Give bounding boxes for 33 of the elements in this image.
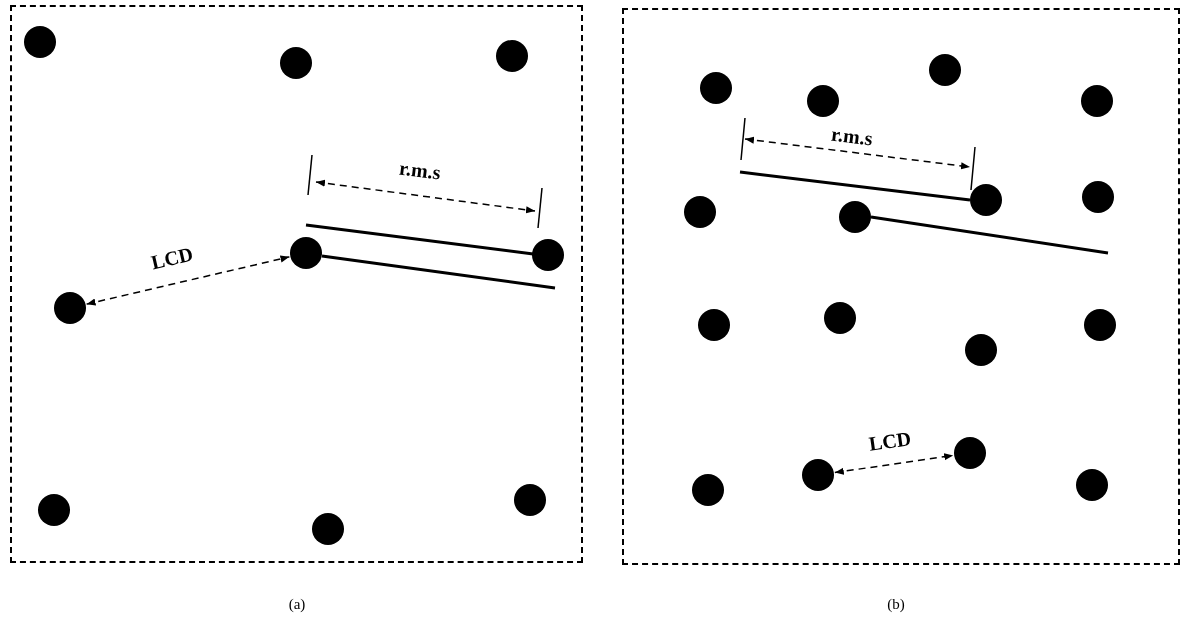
dot [970,184,1002,216]
dot [839,201,871,233]
dimension-label: r.m.s [829,123,875,149]
dot [532,239,564,271]
dot [1081,85,1113,117]
dot [24,26,56,58]
dot [954,437,986,469]
dashed-frame [622,8,1180,565]
dot [692,474,724,506]
double-arrow [85,255,291,306]
dot [496,40,528,72]
dot [929,54,961,86]
dot [965,334,997,366]
dot [824,302,856,334]
dot [280,47,312,79]
dot [684,196,716,228]
panel-caption: (b) [887,595,905,613]
dimension-label: r.m.s [397,157,443,183]
dot [514,484,546,516]
double-arrow [834,453,954,475]
dot [700,72,732,104]
dot [807,85,839,117]
dot [698,309,730,341]
dashed-frame [10,5,583,563]
dot [54,292,86,324]
dot [1084,309,1116,341]
panel-caption: (a) [288,595,306,613]
dot [290,237,322,269]
dot [38,494,70,526]
dot [1076,469,1108,501]
dot [1082,181,1114,213]
dot [802,459,834,491]
dot [312,513,344,545]
